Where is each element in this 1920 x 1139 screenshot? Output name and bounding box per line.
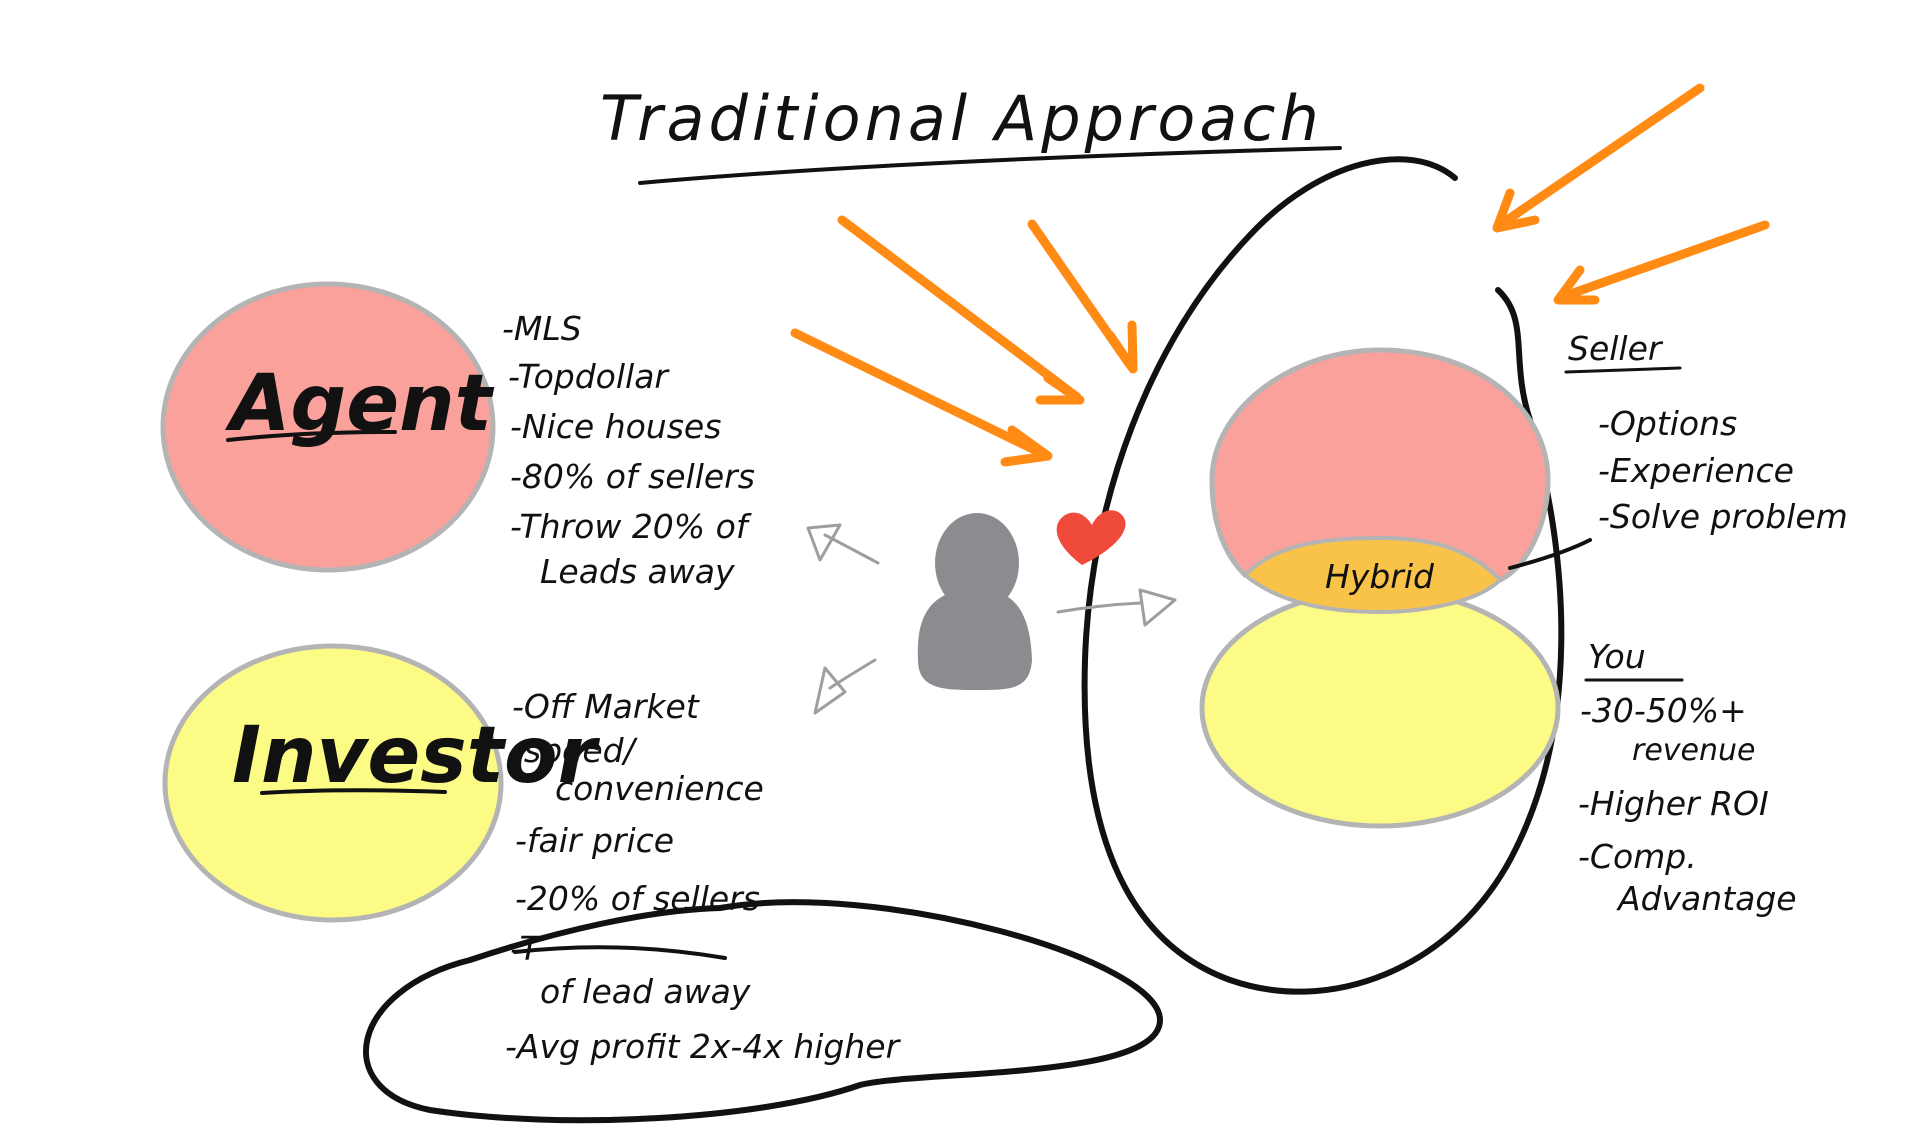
investor-underline (260, 788, 447, 795)
investor-point: of lead away (540, 972, 751, 1011)
you-list: You -30-50%+ revenue -Higher ROI -Comp. … (1578, 637, 1797, 918)
arrow-icon (813, 658, 877, 715)
title-underline (638, 146, 1342, 185)
hybrid-enclosure (1081, 156, 1565, 995)
investor-point: -Off Market (512, 687, 700, 726)
hybrid-venn: Hybrid (1199, 347, 1561, 829)
arrow-icon (790, 328, 1053, 467)
diagram-title: Traditional Approach (600, 82, 1323, 155)
seller-underline (1564, 366, 1682, 374)
person-icon (917, 513, 1032, 690)
arrow-icon (1553, 220, 1770, 305)
investor-circle: Investor (162, 643, 601, 923)
investor-label: Investor (232, 711, 601, 801)
agent-point: -Throw 20% of (510, 507, 752, 546)
seller-point: -Solve problem (1598, 497, 1848, 536)
investor-point: -speed/ (512, 731, 639, 770)
investor-point: -20% of sellers (515, 879, 760, 918)
investor-point: -Avg profit 2x-4x higher (505, 1027, 902, 1066)
hybrid-overlap (1242, 535, 1503, 615)
arrow-group (790, 83, 1770, 467)
you-circle (1199, 587, 1561, 829)
hybrid-label: Hybrid (1325, 557, 1435, 596)
seller-heading: Seller (1568, 329, 1664, 368)
investor-point: convenience (555, 769, 764, 808)
agent-point: -MLS (502, 309, 582, 348)
arrow-icon (1492, 83, 1705, 233)
investor-points: -Off Market -speed/ convenience -fair pr… (505, 687, 902, 1066)
investor-point: -fair price (515, 821, 674, 860)
heart-icon (1056, 510, 1126, 565)
agent-points: -MLS -Topdollar -Nice houses -80% of sel… (502, 309, 755, 591)
seller-point: -Experience (1598, 451, 1794, 490)
seller-point: -Options (1598, 404, 1737, 443)
arrow-icon (837, 215, 1085, 405)
agent-point: -Topdollar (508, 357, 670, 396)
emphasis-loop (363, 899, 1163, 1124)
you-point: revenue (1632, 733, 1756, 768)
agent-circle: Agent (160, 281, 496, 573)
agent-underline (226, 430, 397, 442)
arrow-icon (806, 523, 880, 565)
agent-point: -80% of sellers (510, 457, 755, 496)
you-point: -30-50%+ (1580, 691, 1747, 730)
grey-arrow-group (806, 523, 1177, 715)
agent-point: Leads away (540, 552, 735, 591)
arrow-icon (1027, 219, 1138, 374)
arrow-icon (1056, 588, 1177, 627)
you-heading: You (1588, 637, 1646, 676)
you-point: Advantage (1616, 879, 1797, 918)
connector-line (1508, 538, 1592, 570)
you-point: -Higher ROI (1578, 784, 1769, 823)
you-point: -Comp. (1578, 837, 1697, 876)
seller-list: Seller -Options -Experience -Solve probl… (1564, 329, 1848, 536)
agent-point: -Nice houses (510, 407, 721, 446)
strike-stroke (513, 945, 727, 960)
